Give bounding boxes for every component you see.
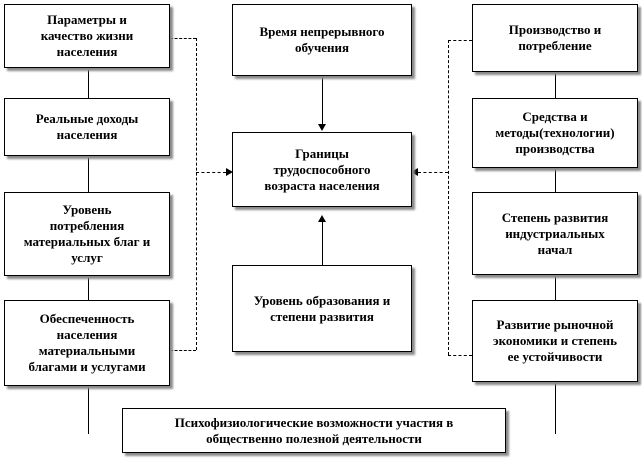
arrow-right-to-center [411,168,418,176]
connector-left-bracket-bottom [170,350,196,351]
node-left-4: Обеспеченность населения материальными б… [4,300,170,386]
connector-right-bracket-top [448,40,472,41]
node-right-4: Развитие рыночной экономики и степень ее… [472,300,638,382]
connector-right-bracket-bottom [448,355,472,356]
connector-right-to-center [418,172,448,173]
connector-left-to-center [196,172,226,173]
node-center: Границы трудоспособного возраста населен… [232,132,412,207]
node-right-2: Средства и методы(технологии) производст… [472,98,638,168]
connector-left-bracket-vertical [196,38,197,350]
connector-right-bracket-vertical [448,40,449,355]
node-left-2: Реальные доходы населения [4,98,170,156]
connector-bottom-to-center [322,222,323,265]
node-right-3: Степень развития индустриальных начал [472,192,638,275]
arrow-top-to-center [318,124,326,131]
connector-left-bracket-top [170,38,196,39]
node-left-1: Параметры и качество жизни населения [4,4,170,68]
arrow-bottom-to-center [318,215,326,222]
node-left-3: Уровень потребления материальных благ и … [4,192,170,276]
arrow-left-to-center [226,168,233,176]
node-bottom: Психофизиологические возможности участия… [122,408,506,453]
node-bottom-center: Уровень образования и степени развития [232,265,412,352]
connector-top-to-center [322,76,323,125]
node-right-1: Производство и потребление [472,4,638,72]
node-top-center: Время непрерывного обучения [232,4,412,76]
